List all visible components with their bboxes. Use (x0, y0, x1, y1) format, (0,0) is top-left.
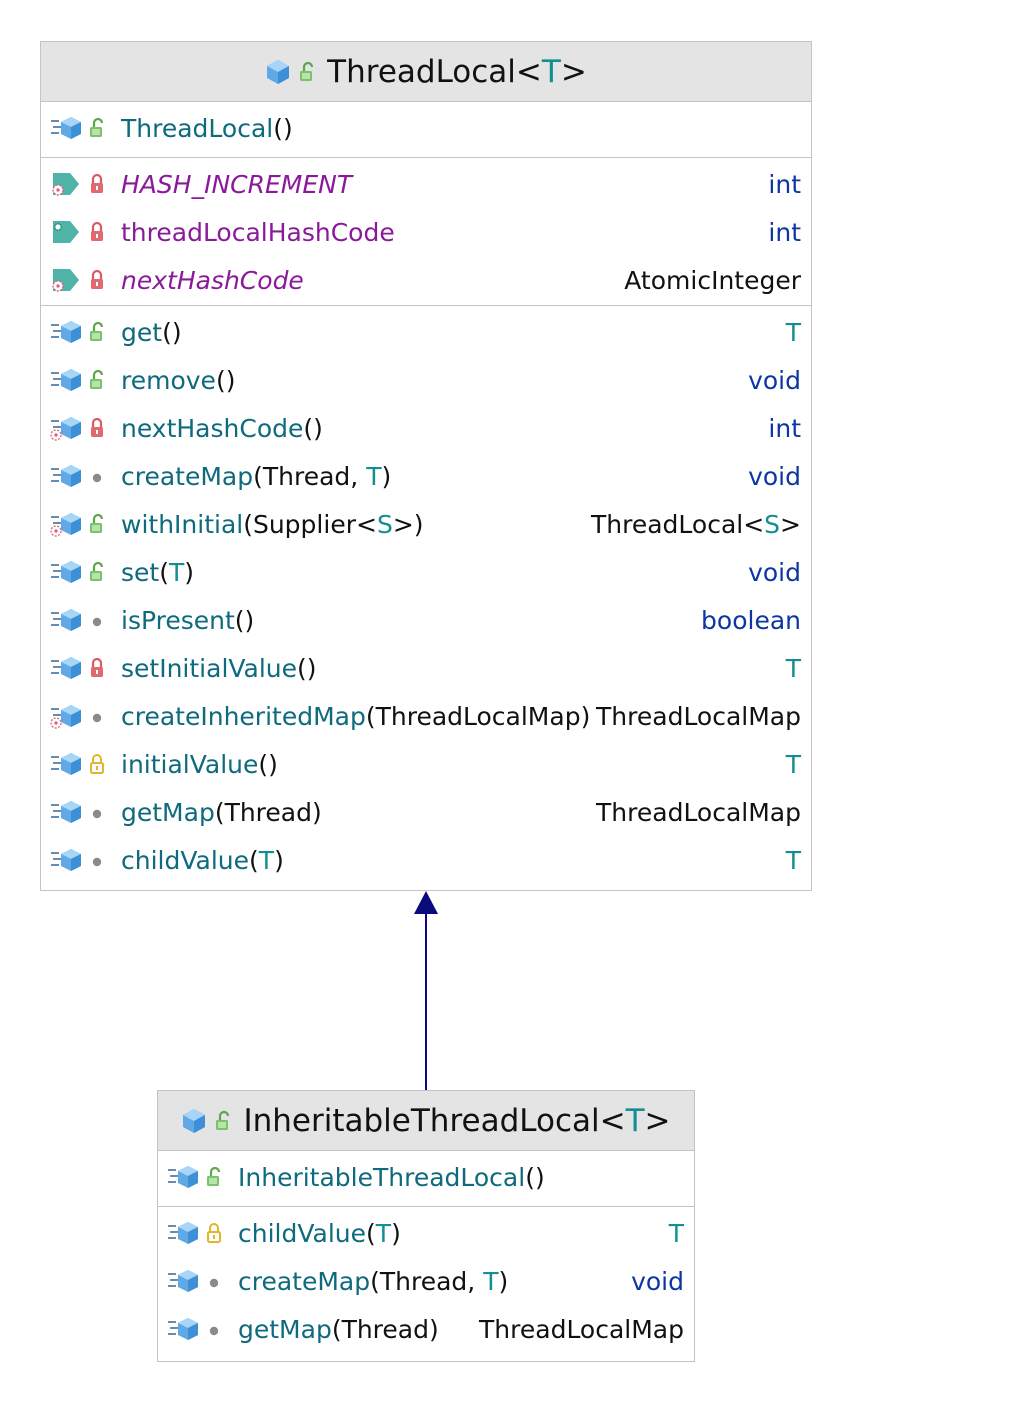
static-method-icon (50, 703, 84, 729)
public-lock-icon (89, 561, 105, 583)
constructors-section: ThreadLocal() (41, 102, 811, 158)
package-dot-icon (89, 465, 105, 487)
method-icon (50, 751, 84, 777)
field-row[interactable]: HASH_INCREMENT int (41, 160, 811, 208)
method-row[interactable]: createInheritedMap(ThreadLocalMap) Threa… (41, 692, 811, 740)
private-lock-icon (89, 173, 105, 195)
method-row[interactable]: createMap(Thread, T) void (41, 452, 811, 500)
private-lock-icon (89, 657, 105, 679)
method-icon (50, 607, 84, 633)
method-icon (50, 559, 84, 585)
class-box-threadlocal[interactable]: ThreadLocal<T> ThreadLocal() HASH_INCREM… (40, 41, 812, 891)
method-row[interactable]: getMap(Thread) ThreadLocalMap (41, 788, 811, 836)
public-lock-icon (89, 117, 105, 139)
public-lock-icon (89, 369, 105, 391)
method-row[interactable]: isPresent() boolean (41, 596, 811, 644)
package-dot-icon (89, 705, 105, 727)
class-type-icon (265, 59, 315, 85)
protected-lock-icon (89, 753, 105, 775)
constructor-row[interactable]: InheritableThreadLocal() (158, 1153, 694, 1201)
method-icon (50, 655, 84, 681)
private-lock-icon (89, 221, 105, 243)
class-title: ThreadLocal<T> (327, 53, 587, 90)
package-dot-icon (89, 849, 105, 871)
method-row[interactable]: set(T) void (41, 548, 811, 596)
static-method-icon (50, 511, 84, 537)
package-dot-icon (89, 801, 105, 823)
method-row[interactable]: initialValue() T (41, 740, 811, 788)
method-row[interactable]: childValue(T) T (158, 1209, 694, 1257)
package-dot-icon (89, 609, 105, 631)
static-field-icon (50, 267, 84, 293)
method-icon (167, 1316, 201, 1342)
method-icon (50, 115, 84, 141)
class-header-inheritablethreadlocal: InheritableThreadLocal<T> (158, 1091, 694, 1151)
constructors-section: InheritableThreadLocal() (158, 1151, 694, 1207)
method-row[interactable]: withInitial(Supplier<S>) ThreadLocal<S> (41, 500, 811, 548)
method-icon (167, 1268, 201, 1294)
methods-section: get() T remove() void nextHashCode() int… (41, 306, 811, 886)
method-row[interactable]: nextHashCode() int (41, 404, 811, 452)
method-row[interactable]: remove() void (41, 356, 811, 404)
method-row[interactable]: childValue(T) T (41, 836, 811, 884)
method-icon (50, 319, 84, 345)
private-lock-icon (89, 417, 105, 439)
method-icon (50, 799, 84, 825)
method-row[interactable]: setInitialValue() T (41, 644, 811, 692)
method-icon (167, 1164, 201, 1190)
method-icon (50, 367, 84, 393)
protected-lock-icon (206, 1222, 222, 1244)
inheritance-arrowhead (414, 891, 438, 914)
field-icon (50, 219, 84, 245)
private-lock-icon (89, 269, 105, 291)
public-lock-icon (206, 1166, 222, 1188)
class-header-threadlocal: ThreadLocal<T> (41, 42, 811, 102)
method-icon (50, 463, 84, 489)
static-method-icon (50, 415, 84, 441)
field-row[interactable]: threadLocalHashCode int (41, 208, 811, 256)
public-lock-icon (89, 321, 105, 343)
method-row[interactable]: createMap(Thread, T) void (158, 1257, 694, 1305)
fields-section: HASH_INCREMENT int threadLocalHashCode i… (41, 158, 811, 306)
class-box-inheritablethreadlocal[interactable]: InheritableThreadLocal<T> InheritableThr… (157, 1090, 695, 1362)
method-row[interactable]: getMap(Thread) ThreadLocalMap (158, 1305, 694, 1353)
method-row[interactable]: get() T (41, 308, 811, 356)
class-title: InheritableThreadLocal<T> (243, 1102, 671, 1139)
package-dot-icon (206, 1318, 222, 1340)
static-field-icon (50, 171, 84, 197)
method-icon (167, 1220, 201, 1246)
field-row[interactable]: nextHashCode AtomicInteger (41, 256, 811, 304)
public-lock-icon (89, 513, 105, 535)
methods-section: childValue(T) T createMap(Thread, T) voi… (158, 1207, 694, 1355)
constructor-row[interactable]: ThreadLocal() (41, 104, 811, 152)
method-icon (50, 847, 84, 873)
class-type-icon (181, 1108, 231, 1134)
package-dot-icon (206, 1270, 222, 1292)
